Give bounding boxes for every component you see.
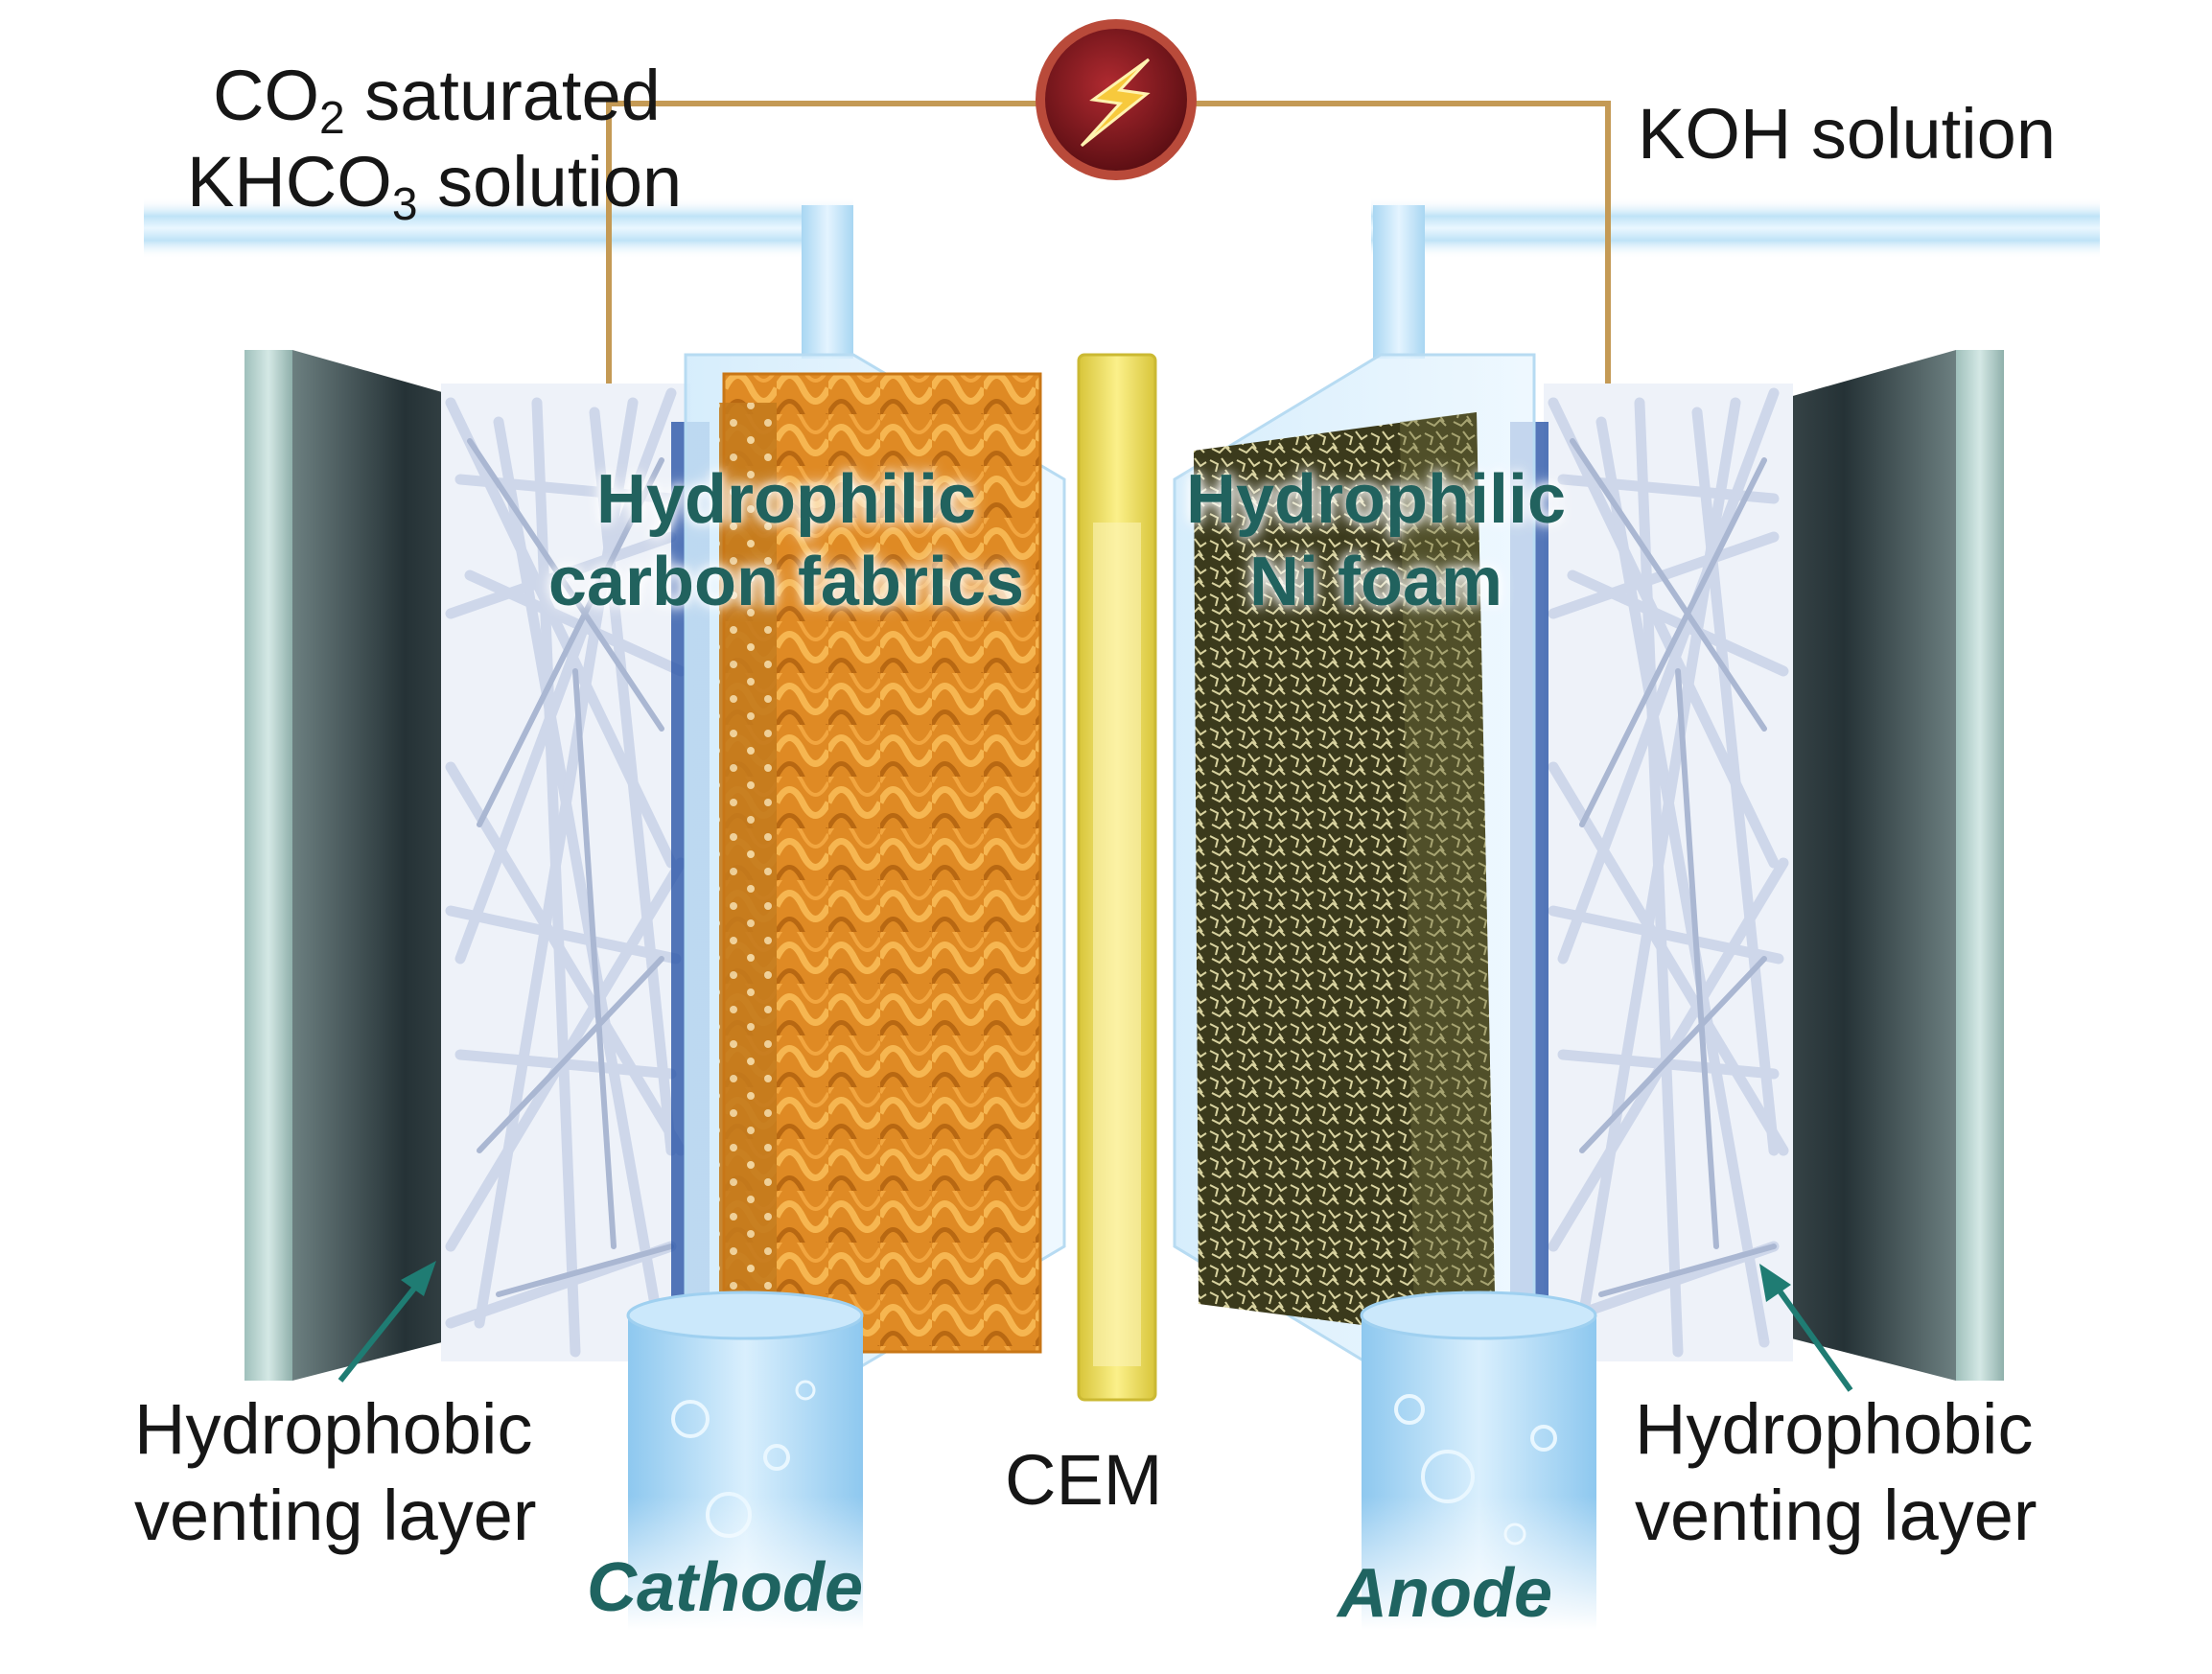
- right-layer-line2: venting layer: [1635, 1476, 2037, 1555]
- right-layer-label: Hydrophobic venting layer: [1635, 1386, 2037, 1559]
- inlet-pipe-right: [1371, 198, 2100, 259]
- left-layer-line2: venting layer: [134, 1476, 537, 1555]
- cathode-material-line2: carbon fabrics: [547, 544, 1025, 620]
- wire-right: [1184, 101, 1611, 403]
- end-plate-left: [244, 350, 479, 1381]
- cem-label: CEM: [1005, 1440, 1163, 1520]
- cathode-material-label: Hydrophilic carbon fabrics: [499, 458, 1074, 623]
- co2-label-line1: CO2 saturated: [213, 56, 661, 144]
- right-layer-line1: Hydrophobic: [1635, 1389, 2034, 1469]
- anode-label: Anode: [1338, 1555, 1552, 1632]
- wire-left: [606, 101, 1045, 441]
- cathode-material-line1: Hydrophilic: [595, 461, 977, 538]
- khco3-label-line2: KHCO3 solution: [187, 142, 683, 230]
- inlet-drop-left: [802, 205, 853, 359]
- end-plate-right: [1769, 350, 2004, 1381]
- lightning-bolt-icon: [1080, 58, 1151, 148]
- koh-label: KOH solution: [1638, 94, 2056, 174]
- cem-membrane: [1077, 353, 1157, 1402]
- left-layer-line1: Hydrophobic: [134, 1389, 533, 1469]
- outlet-pipe-anode: [1360, 1290, 1597, 1630]
- anode-material-label: Hydrophilic Ni foam: [1146, 458, 1606, 623]
- inlet-pipe-left: [144, 198, 853, 259]
- arrow-left-layer: [338, 1261, 436, 1383]
- inlet-drop-right: [1373, 205, 1425, 359]
- anode-material-line2: Ni foam: [1248, 544, 1503, 620]
- power-source: [1036, 19, 1197, 180]
- left-layer-label: Hydrophobic venting layer: [134, 1386, 537, 1559]
- carbon-fabric: [719, 372, 1042, 1354]
- anode-material-line1: Hydrophilic: [1185, 461, 1567, 538]
- cathode-label: Cathode: [587, 1549, 863, 1626]
- arrow-right-layer: [1759, 1264, 1853, 1392]
- ni-foam: [1194, 412, 1496, 1342]
- outlet-pipe-cathode: [626, 1290, 864, 1630]
- hydrophobic-layer-left: [441, 384, 710, 1361]
